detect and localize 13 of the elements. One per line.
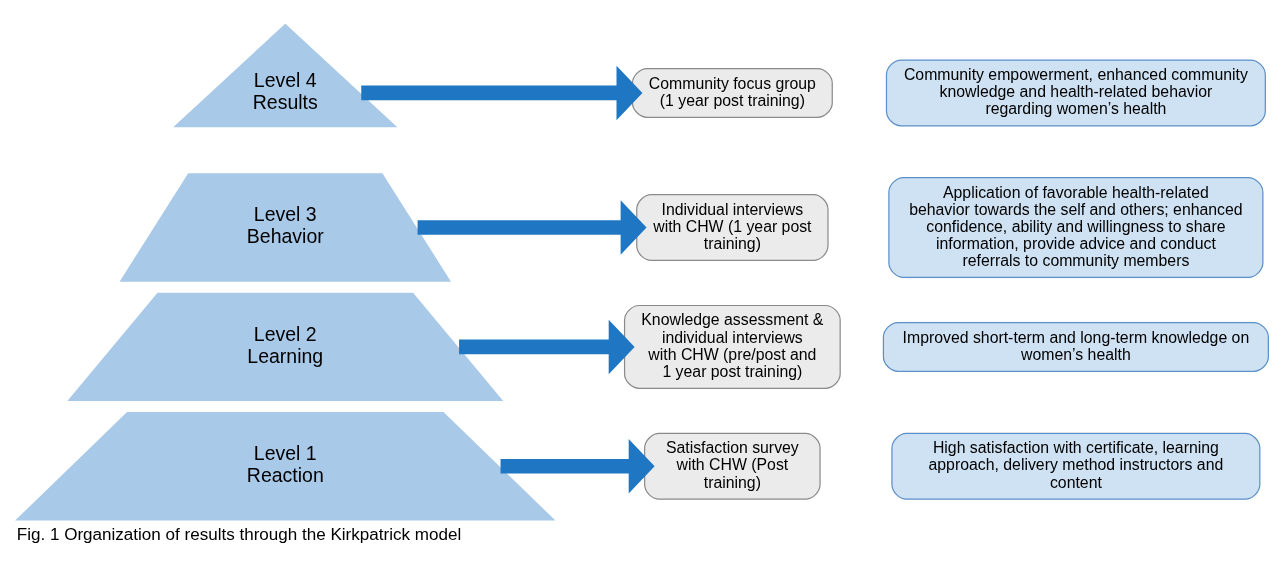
- caption: Fig. 1 Organization of results through the Kirkpatrick model: [16, 524, 462, 544]
- node-box: Community empowerment, enhanced community knowledge and health-related behavior regarding women’s health: [885, 58, 1266, 126]
- arrow: [500, 438, 655, 493]
- arrow: [361, 65, 643, 120]
- node-box: Community focus group (1 year post training): [631, 67, 833, 118]
- node-box: Individual interviews with CHW (1 year post training): [636, 193, 829, 261]
- node-box: Satisfaction survey with CHW (Post training): [644, 432, 821, 500]
- node-box: High satisfaction with certificate, learning approach, delivery method instructors and content: [891, 432, 1261, 500]
- arrow: [459, 319, 635, 374]
- node-box: Improved short-term and long-term knowledge on women’s health: [882, 321, 1269, 372]
- arrow: [417, 199, 647, 255]
- node-box: Knowledge assessment & individual interviews with CHW (pre/post and 1 year post training): [623, 304, 841, 389]
- node-box: Application of favorable health-related behavior towards the self and others; enhanced confidence, ability and willingness to share information, provide advice and conduct referrals to community members: [888, 176, 1264, 278]
